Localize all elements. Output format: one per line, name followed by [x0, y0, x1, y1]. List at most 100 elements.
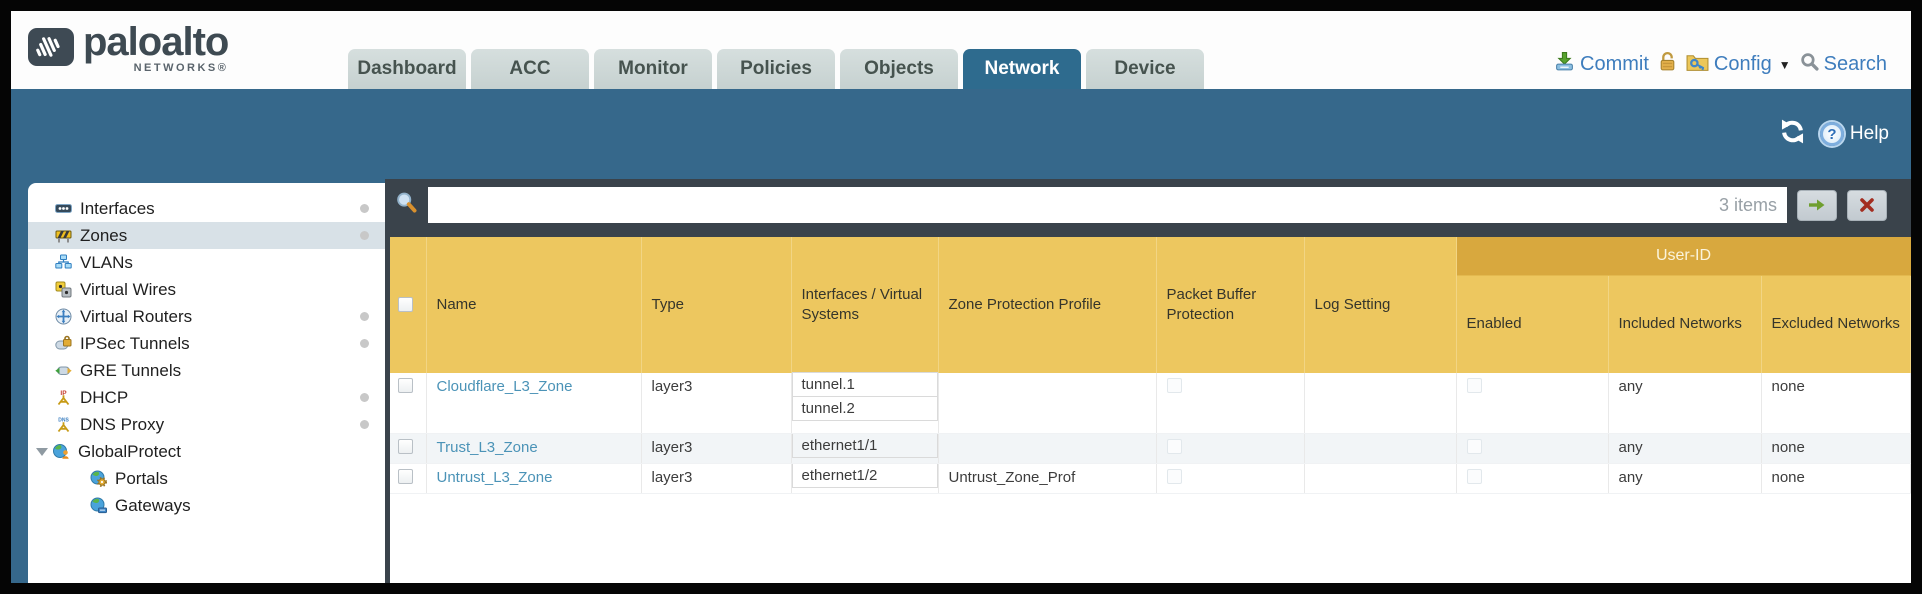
user-id-enabled-checkbox[interactable]	[1466, 468, 1482, 484]
tab-policies[interactable]: Policies	[717, 49, 835, 89]
user-id-enabled-checkbox[interactable]	[1466, 378, 1482, 393]
global-search-button[interactable]: Search	[1800, 52, 1887, 77]
row-checkbox[interactable]	[398, 468, 413, 484]
filter-input[interactable]	[428, 187, 1719, 223]
col-header-excluded-networks[interactable]: Excluded Networks	[1761, 275, 1911, 373]
col-header-type[interactable]: Type	[641, 237, 792, 373]
zone-name-link[interactable]: Untrust_L3_Zone	[436, 468, 553, 486]
search-label: Search	[1823, 53, 1887, 75]
col-header-interfaces[interactable]: Interfaces / Virtual Systems	[791, 237, 939, 373]
sidebar-item-label: IPSec Tunnels	[80, 333, 190, 353]
packet-buffer-protection-checkbox[interactable]	[1166, 468, 1182, 484]
help-icon: ?	[1819, 122, 1844, 146]
col-header-packet-buffer-protection[interactable]: Packet Buffer Protection	[1156, 237, 1305, 373]
interface-item: ethernet1/2	[791, 462, 938, 488]
globalprotect-icon	[53, 443, 70, 460]
select-all-checkbox[interactable]	[398, 296, 413, 312]
filter-search-icon	[395, 191, 418, 219]
sidebar-item-label: Portals	[115, 468, 168, 488]
status-dot	[360, 231, 369, 240]
zone-protection-profile	[938, 433, 1157, 464]
zone-interfaces: ethernet1/1	[791, 432, 939, 464]
gre-tunnels-icon	[55, 362, 72, 379]
zones-table-wrap: Name Type Interfaces / Virtual Systems Z…	[390, 237, 1911, 583]
virtual-wires-icon	[55, 281, 72, 298]
sidebar-item-vlans[interactable]: VLANs	[28, 249, 385, 276]
zone-interfaces: ethernet1/2	[791, 462, 939, 494]
ipsec-tunnels-icon	[55, 335, 72, 352]
sidebar-item-portals[interactable]: Portals	[28, 465, 385, 492]
sidebar-item-zones[interactable]: Zones	[28, 222, 385, 249]
search-icon	[1800, 52, 1819, 77]
tab-dashboard[interactable]: Dashboard	[348, 49, 466, 89]
refresh-icon[interactable]	[1779, 118, 1806, 150]
header-actions: Commit Config ▼	[1554, 51, 1887, 89]
portals-icon	[90, 470, 107, 487]
chevron-down-icon: ▼	[1778, 57, 1791, 72]
sidebar-item-gre-tunnels[interactable]: GRE Tunnels	[28, 357, 385, 384]
items-count: 3 items	[1718, 194, 1777, 215]
tab-device[interactable]: Device	[1086, 49, 1204, 89]
filter-input-wrap: 3 items	[428, 187, 1787, 223]
tab-network[interactable]: Network	[963, 49, 1081, 89]
tab-objects[interactable]: Objects	[840, 49, 958, 89]
excluded-networks: none	[1761, 433, 1911, 464]
sidebar-item-dhcp[interactable]: IP DHCP	[28, 384, 385, 411]
zone-type: layer3	[641, 463, 792, 494]
interface-item: tunnel.1	[791, 372, 938, 397]
help-label: Help	[1849, 123, 1889, 144]
config-menu-button[interactable]: Config ▼	[1686, 51, 1791, 78]
lock-icon[interactable]	[1658, 51, 1677, 78]
zone-protection-profile: Untrust_Zone_Prof	[938, 463, 1157, 494]
row-checkbox[interactable]	[398, 378, 413, 393]
row-checkbox[interactable]	[398, 438, 413, 454]
status-dot	[360, 393, 369, 402]
interfaces-icon	[55, 200, 72, 217]
sidebar-item-label: Virtual Routers	[80, 306, 193, 326]
sidebar-item-label: DNS Proxy	[80, 414, 165, 434]
zones-table: Name Type Interfaces / Virtual Systems Z…	[390, 237, 1911, 494]
excluded-networks: none	[1761, 463, 1911, 494]
zone-name-link[interactable]: Trust_L3_Zone	[436, 438, 538, 456]
brand-logo: paloalto NETWORKS®	[27, 22, 229, 76]
apply-filter-button[interactable]	[1797, 189, 1837, 221]
tab-monitor[interactable]: Monitor	[594, 49, 712, 89]
virtual-routers-icon	[55, 308, 72, 325]
sidebar-item-gateways[interactable]: Gateways	[28, 492, 385, 519]
sidebar-item-label: GlobalProtect	[78, 441, 181, 461]
filter-bar: 3 items	[390, 179, 1911, 231]
tab-acc[interactable]: ACC	[471, 49, 589, 89]
col-header-name[interactable]: Name	[426, 237, 642, 373]
config-icon	[1686, 51, 1709, 78]
col-header-log-setting[interactable]: Log Setting	[1304, 237, 1457, 373]
sidebar-item-dns-proxy[interactable]: DNS DNS Proxy	[28, 411, 385, 438]
log-setting	[1304, 463, 1457, 494]
status-dot	[360, 420, 369, 429]
dhcp-icon: IP	[55, 389, 72, 406]
vlans-icon	[55, 254, 72, 271]
commit-button[interactable]: Commit	[1554, 51, 1649, 78]
main-area: Interfaces Zones	[11, 179, 1911, 583]
col-header-zone-protection-profile[interactable]: Zone Protection Profile	[938, 237, 1157, 373]
sidebar-item-globalprotect[interactable]: GlobalProtect	[28, 438, 385, 465]
log-setting	[1304, 433, 1457, 464]
sidebar-item-interfaces[interactable]: Interfaces	[28, 195, 385, 222]
packet-buffer-protection-checkbox[interactable]	[1166, 378, 1182, 393]
col-group-user-id: User-ID	[1456, 237, 1911, 276]
zone-protection-profile	[938, 373, 1157, 434]
sidebar-item-label: Gateways	[115, 495, 191, 515]
paloalto-logo-icon	[27, 23, 75, 76]
col-header-included-networks[interactable]: Included Networks	[1608, 275, 1762, 373]
zone-name-link[interactable]: Cloudflare_L3_Zone	[436, 378, 573, 395]
sidebar-item-virtual-wires[interactable]: Virtual Wires	[28, 276, 385, 303]
status-dot	[360, 204, 369, 213]
packet-buffer-protection-checkbox[interactable]	[1166, 438, 1182, 454]
user-id-enabled-checkbox[interactable]	[1466, 438, 1482, 454]
sidebar-item-label: DHCP	[80, 387, 129, 407]
clear-filter-button[interactable]	[1847, 189, 1887, 221]
sidebar-item-virtual-routers[interactable]: Virtual Routers	[28, 303, 385, 330]
col-header-enabled[interactable]: Enabled	[1456, 275, 1609, 373]
help-button[interactable]: ? Help	[1819, 122, 1889, 146]
sidebar-item-ipsec-tunnels[interactable]: IPSec Tunnels	[28, 330, 385, 357]
expander-triangle-icon[interactable]	[36, 447, 48, 456]
